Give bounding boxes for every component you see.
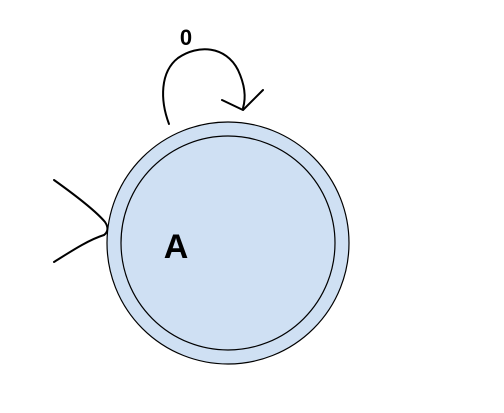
self-loop-label: 0	[180, 25, 192, 50]
self-loop-curve	[162, 48, 246, 125]
state-inner-circle	[120, 135, 336, 351]
start-arrow	[53, 179, 109, 263]
start-arrow-upper-line	[53, 179, 109, 236]
self-loop-arrowhead	[221, 89, 264, 111]
start-arrow-lower-line	[53, 234, 105, 263]
state-a[interactable]: A	[106, 121, 350, 365]
state-label: A	[164, 228, 189, 266]
self-loop-transition[interactable]: 0	[162, 25, 264, 125]
state-outer-circle	[106, 121, 350, 365]
